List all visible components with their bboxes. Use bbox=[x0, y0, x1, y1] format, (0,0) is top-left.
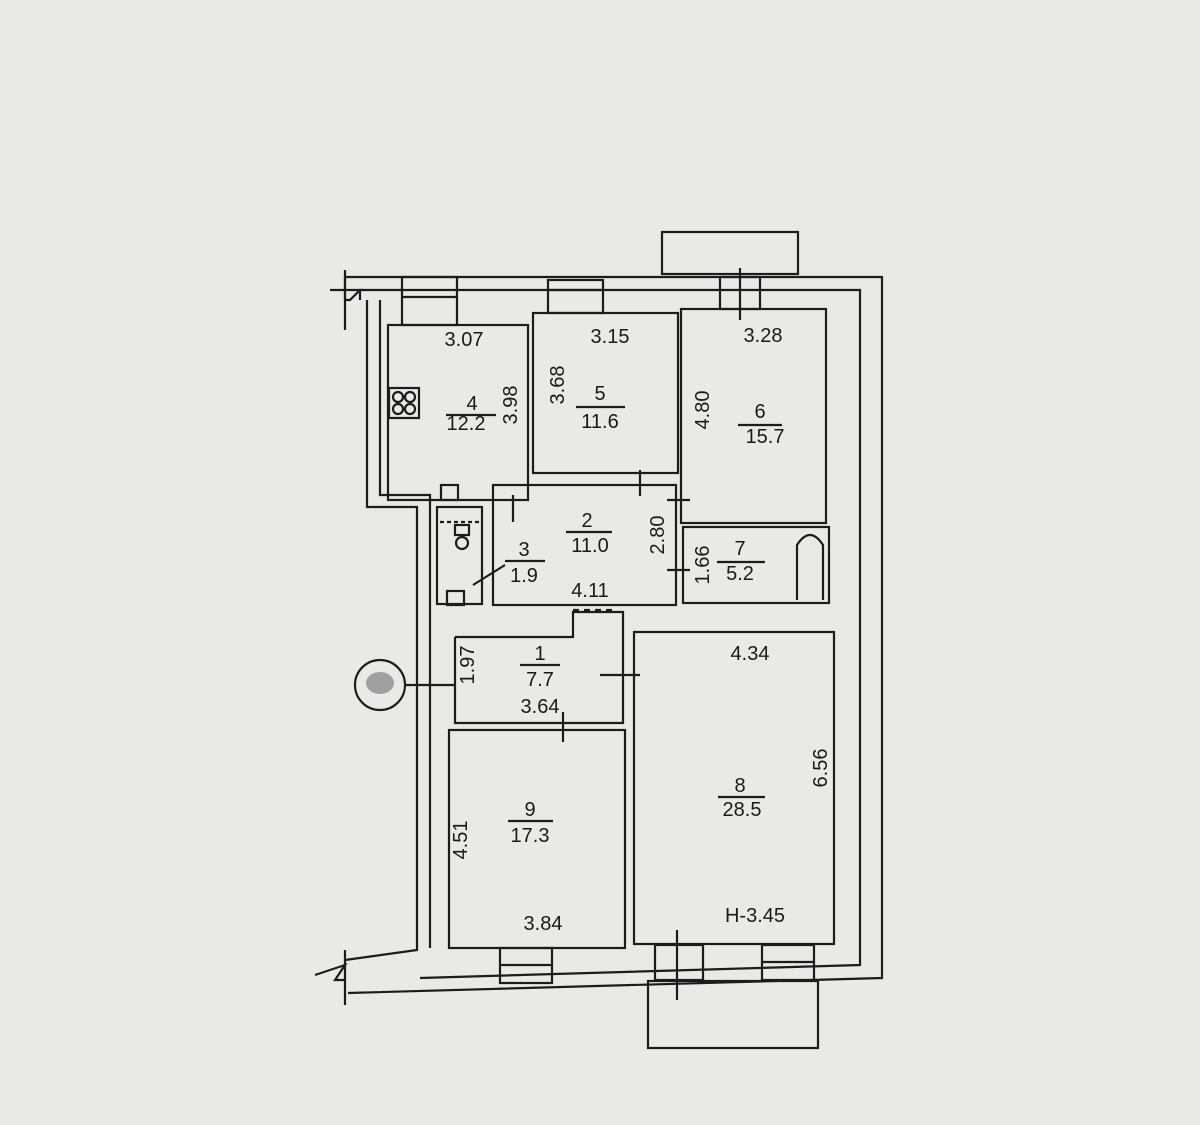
room-area: 28.5 bbox=[723, 799, 762, 821]
room-8 bbox=[632, 630, 836, 946]
vent-icon bbox=[445, 589, 466, 607]
door-swing-icon bbox=[472, 564, 506, 586]
dimension-labels: 3.07 3.15 3.28 4.11 3.64 4.34 3.84 H-3.4… bbox=[445, 325, 832, 935]
dimension: 6.56 bbox=[810, 749, 832, 788]
dimension: 1.66 bbox=[692, 546, 714, 585]
room-number: 8 bbox=[734, 775, 745, 797]
room-5 bbox=[531, 311, 680, 475]
dimension: 3.64 bbox=[521, 696, 560, 718]
room-labels: 4 12.2 5 11.6 6 15.7 2 11.0 3 1.9 7 5.2 … bbox=[446, 383, 784, 847]
room-number: 1 bbox=[534, 643, 545, 665]
dimension: 3.15 bbox=[591, 326, 630, 348]
outer-walls bbox=[314, 270, 884, 1005]
toilet-icon bbox=[440, 520, 480, 551]
room-area: 1.9 bbox=[510, 565, 538, 587]
dimension: 3.28 bbox=[744, 325, 783, 347]
dimension: 2.80 bbox=[647, 516, 669, 555]
bathtub-icon bbox=[795, 533, 825, 600]
dimension: 3.84 bbox=[524, 913, 563, 935]
room-number: 7 bbox=[734, 538, 745, 560]
room-1-entry bbox=[453, 610, 625, 725]
room-2-hall bbox=[491, 483, 678, 607]
dimension: 4.80 bbox=[692, 391, 714, 430]
door-markers bbox=[511, 470, 690, 742]
room-area: 11.0 bbox=[571, 535, 608, 557]
stove-icon bbox=[387, 386, 421, 420]
room-number: 2 bbox=[581, 510, 592, 532]
room-area: 12.2 bbox=[447, 413, 486, 435]
windows bbox=[400, 275, 816, 985]
room-number: 6 bbox=[754, 401, 765, 423]
room-number: 9 bbox=[524, 799, 535, 821]
dimension: 4.51 bbox=[450, 821, 472, 860]
vent-icon bbox=[439, 483, 460, 502]
room-number: 3 bbox=[518, 539, 529, 561]
room-area: 15.7 bbox=[746, 426, 785, 448]
balcony-top bbox=[660, 230, 800, 276]
dimension: 3.98 bbox=[500, 386, 522, 425]
room-number: 5 bbox=[594, 383, 605, 405]
room-7-bathroom bbox=[681, 525, 831, 605]
dimension: 4.11 bbox=[571, 580, 608, 602]
room-area: 5.2 bbox=[726, 563, 754, 585]
room-number: 4 bbox=[466, 393, 477, 415]
dimension: 3.68 bbox=[547, 366, 569, 405]
dimension: 3.07 bbox=[445, 329, 484, 351]
room-6 bbox=[679, 307, 828, 525]
room-area: 7.7 bbox=[526, 669, 554, 691]
room-area: 11.6 bbox=[581, 411, 618, 433]
room-area: 17.3 bbox=[511, 825, 550, 847]
dimension: 1.97 bbox=[457, 646, 479, 685]
dimension: 4.34 bbox=[731, 643, 770, 665]
balcony-bottom bbox=[646, 979, 820, 1050]
ceiling-height: H-3.45 bbox=[725, 905, 785, 927]
room-9 bbox=[447, 728, 627, 950]
